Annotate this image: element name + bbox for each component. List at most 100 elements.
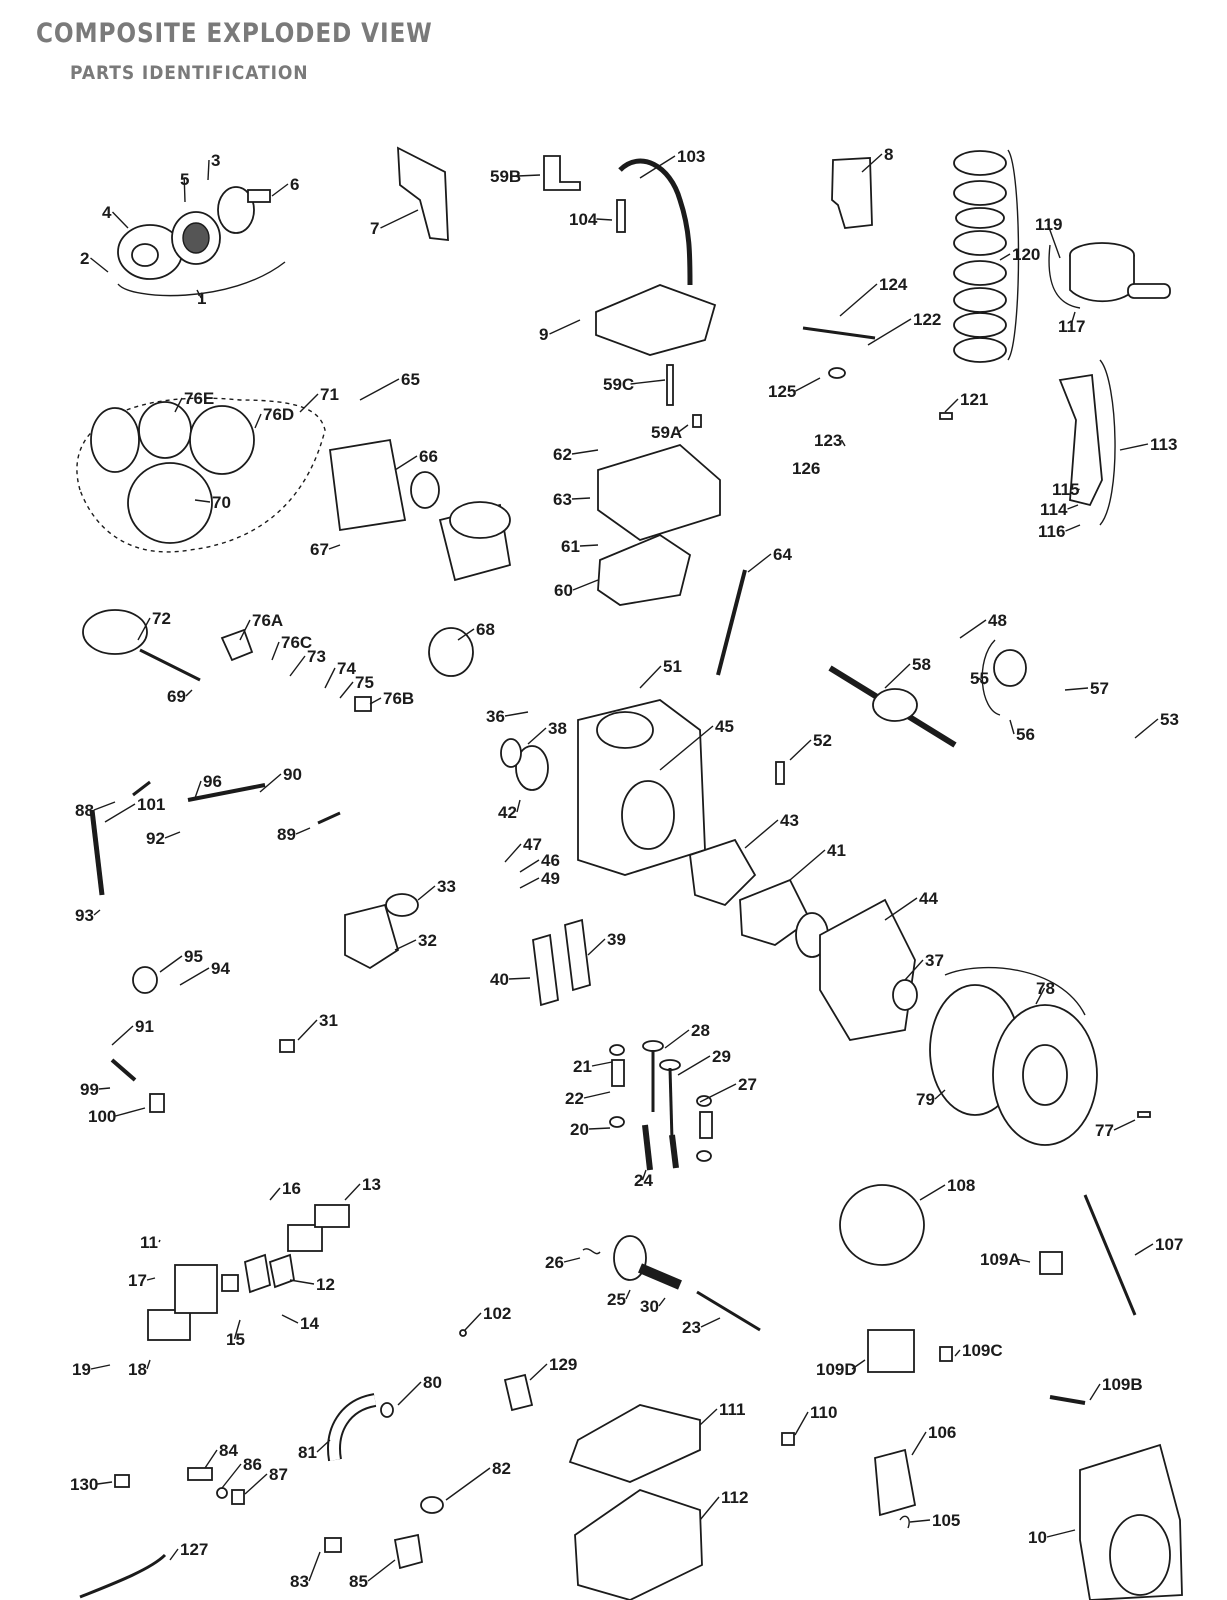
part-callout: 86 [221,1455,262,1489]
leader-line [840,439,846,447]
part-number-label: 75 [355,673,374,692]
part-callout: 85 [349,1559,396,1591]
dipstick-illustration [716,569,747,676]
part-129-illustration [503,1373,534,1412]
part-callout: 84 [204,1441,238,1469]
leader-line [464,1312,482,1331]
page-title: COMPOSITE EXPLODED VIEW [36,18,433,49]
part-callout: 47 [504,835,542,863]
part-number-label: 28 [691,1021,710,1040]
part-callout: 37 [904,951,944,981]
rod-bracket [1099,359,1116,526]
leader-line [954,1349,961,1357]
part-number-label: 125 [768,382,796,401]
part-number-label: 81 [298,1443,317,1462]
part-callout: 121 [944,390,988,413]
valve-train-illustration [609,1040,713,1171]
part-callout: 30 [640,1297,666,1316]
part-number-label: 55 [970,669,989,688]
leader-line [919,1184,946,1201]
part-callout: 130 [70,1475,113,1494]
spark-plug-lead-illustration [618,158,693,286]
part-callout: 56 [1009,719,1035,744]
leader-line [445,1467,491,1501]
leader-line [677,1055,711,1076]
part-89-illustration [317,811,341,825]
leader-line [911,1431,927,1456]
part-callout: 96 [194,772,222,799]
part-callout: 71 [299,385,339,413]
part-callout: 48 [959,611,1007,639]
leader-line [583,1091,611,1099]
part-number-label: 103 [677,147,705,166]
leader-line [174,397,183,413]
part-100-illustration [149,1093,165,1113]
gasket-41-illustration [739,878,812,946]
part-callout: 24 [634,1169,653,1190]
leader-line [1067,504,1079,510]
gasket-111-illustration [568,1404,701,1483]
shaft-90-illustration [187,783,266,802]
part-number-label: 49 [541,869,560,888]
part-callout: 127 [169,1540,208,1561]
part-number-label: 21 [573,1057,592,1076]
leader-line [185,689,193,697]
leader-line [516,799,521,813]
leader-line [196,289,202,299]
part-callout: 94 [179,959,230,986]
part-number-label: 107 [1155,1235,1183,1254]
part-callout: 39 [587,930,626,956]
part-callout: 16 [269,1179,301,1201]
leader-line [596,218,613,221]
leader-line [146,1359,151,1370]
part-number-label: 104 [569,210,598,229]
part-callout: 17 [128,1271,156,1290]
harness-107-illustration [1083,1194,1137,1316]
leader-line [504,711,529,717]
part-number-label: 8 [884,145,893,164]
gear-55-illustration [993,649,1027,687]
part-number-label: 112 [721,1488,748,1507]
leader-line [851,1359,866,1370]
part-number-label: 9 [539,325,548,344]
part-callout: 76E [174,389,214,413]
part-number-label: 109D [816,1360,857,1379]
plate-40-illustration [532,933,559,1007]
part-callout: 27 [699,1075,757,1103]
leader-line [394,455,418,471]
part-callout: 31 [297,1011,338,1041]
starter-motor-illustration [328,438,512,582]
part-number-label: 110 [810,1403,837,1422]
leader-line [659,725,714,771]
part-callout: 88 [75,801,116,820]
part-number-label: 87 [269,1465,288,1484]
part-callout: 11 [140,1233,161,1252]
part-callout: 102 [464,1304,511,1331]
part-callout: 79 [916,1089,946,1109]
part-number-label: 58 [912,655,931,674]
part-callout: 116 [1038,522,1081,541]
part-callout: 59A [651,423,689,442]
part-number-label: 22 [565,1089,584,1108]
part-number-label: 20 [570,1120,589,1139]
part-callout: 13 [344,1175,381,1201]
part-callout: 12 [289,1275,335,1294]
part-number-label: 101 [137,795,165,814]
part-callout: 129 [529,1355,577,1381]
part-109c-illustration [939,1346,953,1362]
leader-line [367,1559,396,1582]
leader-line [137,617,151,641]
part-callout: 107 [1134,1235,1183,1256]
part-26-illustration [582,1248,601,1255]
shroud-8-illustration [831,157,873,229]
camshaft-illustration [613,1235,761,1332]
leader-line [194,499,211,503]
part-76a-illustration [220,628,254,662]
connecting-rod-illustration [1058,373,1103,507]
part-number-label: 65 [401,370,420,389]
leader-line [239,619,251,641]
part-callout: 119 [1035,215,1062,259]
leader-line [978,677,986,685]
part-callout: 122 [867,310,941,346]
